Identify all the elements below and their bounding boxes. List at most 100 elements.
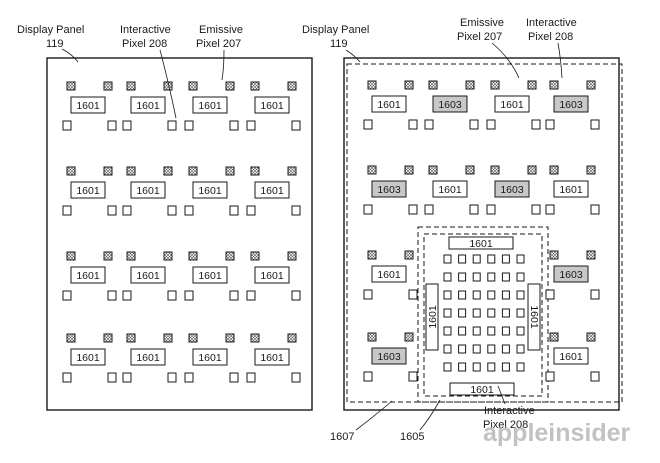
pixel-group-box-1601 [371, 265, 407, 283]
interactive-pixel [458, 362, 467, 372]
pixel-group-label: 1603 [377, 184, 401, 196]
pixel-group-box-1603 [432, 95, 468, 113]
pixel-group-label: 1601 [438, 184, 462, 196]
interactive-pixel [363, 119, 373, 130]
interactive-pixel [107, 372, 117, 383]
interactive-pixel [229, 120, 239, 131]
interactive-pixel [545, 371, 555, 382]
pixel-group-label: 1603 [438, 99, 462, 111]
ref-1605-label: 1605 [400, 431, 424, 443]
emissive-pixel [586, 250, 596, 260]
interactive-pixel [458, 326, 467, 336]
interactive-pixel [229, 290, 239, 301]
emissive-pixel [188, 81, 198, 91]
pixel-group-box-1601 [254, 348, 290, 366]
left-panel-label-2: 119 [46, 38, 64, 50]
dense-interactive-region [443, 254, 525, 372]
emissive-pixel [66, 333, 76, 343]
emissive-pixel [549, 332, 559, 342]
interactive-pixel [458, 290, 467, 300]
pixel-group-box-1601 [371, 95, 407, 113]
interactive-pixel [62, 205, 72, 216]
interactive-pixel [184, 205, 194, 216]
region-1605-inner-outline [423, 233, 543, 397]
emissive-pixel [103, 251, 113, 261]
pixel-group-box-1601 [130, 181, 166, 199]
interactive-pixel [472, 308, 481, 318]
inset-left-label: 1601 [427, 305, 439, 329]
left-emissive-label-1: Emissive [199, 24, 243, 36]
interactive-pixel [62, 120, 72, 131]
interactive-pixel [545, 119, 555, 130]
bottom-interactive-label-2: Pixel 208 [483, 419, 528, 431]
interactive-pixel [424, 119, 434, 130]
emissive-pixel [225, 81, 235, 91]
pixel-group-box-1601 [553, 347, 589, 365]
interactive-pixel [487, 308, 496, 318]
emissive-pixel [287, 251, 297, 261]
emissive-pixel [225, 333, 235, 343]
right-emissive-label-1: Emissive [460, 17, 504, 29]
interactive-pixel [443, 308, 452, 318]
emissive-pixel [66, 166, 76, 176]
interactive-pixel [545, 289, 555, 300]
emissive-pixel [367, 250, 377, 260]
emissive-pixel [225, 251, 235, 261]
left-panel-leader [61, 48, 79, 63]
emissive-pixel [103, 166, 113, 176]
emissive-pixel [188, 333, 198, 343]
emissive-pixel [250, 166, 260, 176]
pixel-group-box-1601 [70, 96, 106, 114]
interactive-pixel [516, 362, 525, 372]
interactive-pixel [501, 272, 510, 282]
interactive-pixel [291, 372, 301, 383]
emissive-pixel [404, 332, 414, 342]
interactive-pixel [184, 372, 194, 383]
pixel-group-box-1601 [254, 266, 290, 284]
emissive-pixel [404, 80, 414, 90]
ref-1605-leader [419, 399, 441, 431]
emissive-pixel [126, 333, 136, 343]
bottom-interactive-label-1: Interactive [484, 405, 535, 417]
pixel-group-box-1603 [371, 347, 407, 365]
interactive-pixel [531, 204, 541, 215]
interactive-pixel [486, 119, 496, 130]
interactive-pixel [167, 290, 177, 301]
interactive-pixel [363, 371, 373, 382]
pixel-group-label: 1601 [260, 270, 284, 282]
interactive-pixel [246, 372, 256, 383]
emissive-pixel [163, 333, 173, 343]
interactive-pixel [486, 204, 496, 215]
left-emissive-leader [221, 49, 225, 81]
interactive-pixel [246, 120, 256, 131]
emissive-pixel [527, 165, 537, 175]
emissive-pixel [188, 251, 198, 261]
interactive-pixel [122, 205, 132, 216]
emissive-pixel [287, 333, 297, 343]
inset-right-box [527, 283, 541, 351]
emissive-pixel [404, 250, 414, 260]
interactive-pixel [443, 254, 452, 264]
emissive-pixel [163, 251, 173, 261]
pixel-group-label: 1601 [260, 352, 284, 364]
pixel-group-label: 1601 [76, 100, 100, 112]
interactive-pixel [590, 204, 600, 215]
interactive-pixel [408, 371, 418, 382]
emissive-pixel [287, 81, 297, 91]
interactive-pixel [458, 308, 467, 318]
interactive-pixel [291, 290, 301, 301]
pixel-group-box-1601 [70, 181, 106, 199]
emissive-pixel [465, 80, 475, 90]
pixel-group-box-1601 [130, 348, 166, 366]
pixel-group-label: 1601 [136, 100, 160, 112]
emissive-pixel [66, 81, 76, 91]
interactive-pixel [443, 362, 452, 372]
pixel-group-label: 1603 [377, 351, 401, 363]
interactive-pixel [545, 204, 555, 215]
pixel-group-label: 1601 [198, 100, 222, 112]
emissive-pixel [225, 166, 235, 176]
interactive-pixel [291, 120, 301, 131]
interactive-pixel [408, 119, 418, 130]
inset-left-box [425, 283, 439, 351]
